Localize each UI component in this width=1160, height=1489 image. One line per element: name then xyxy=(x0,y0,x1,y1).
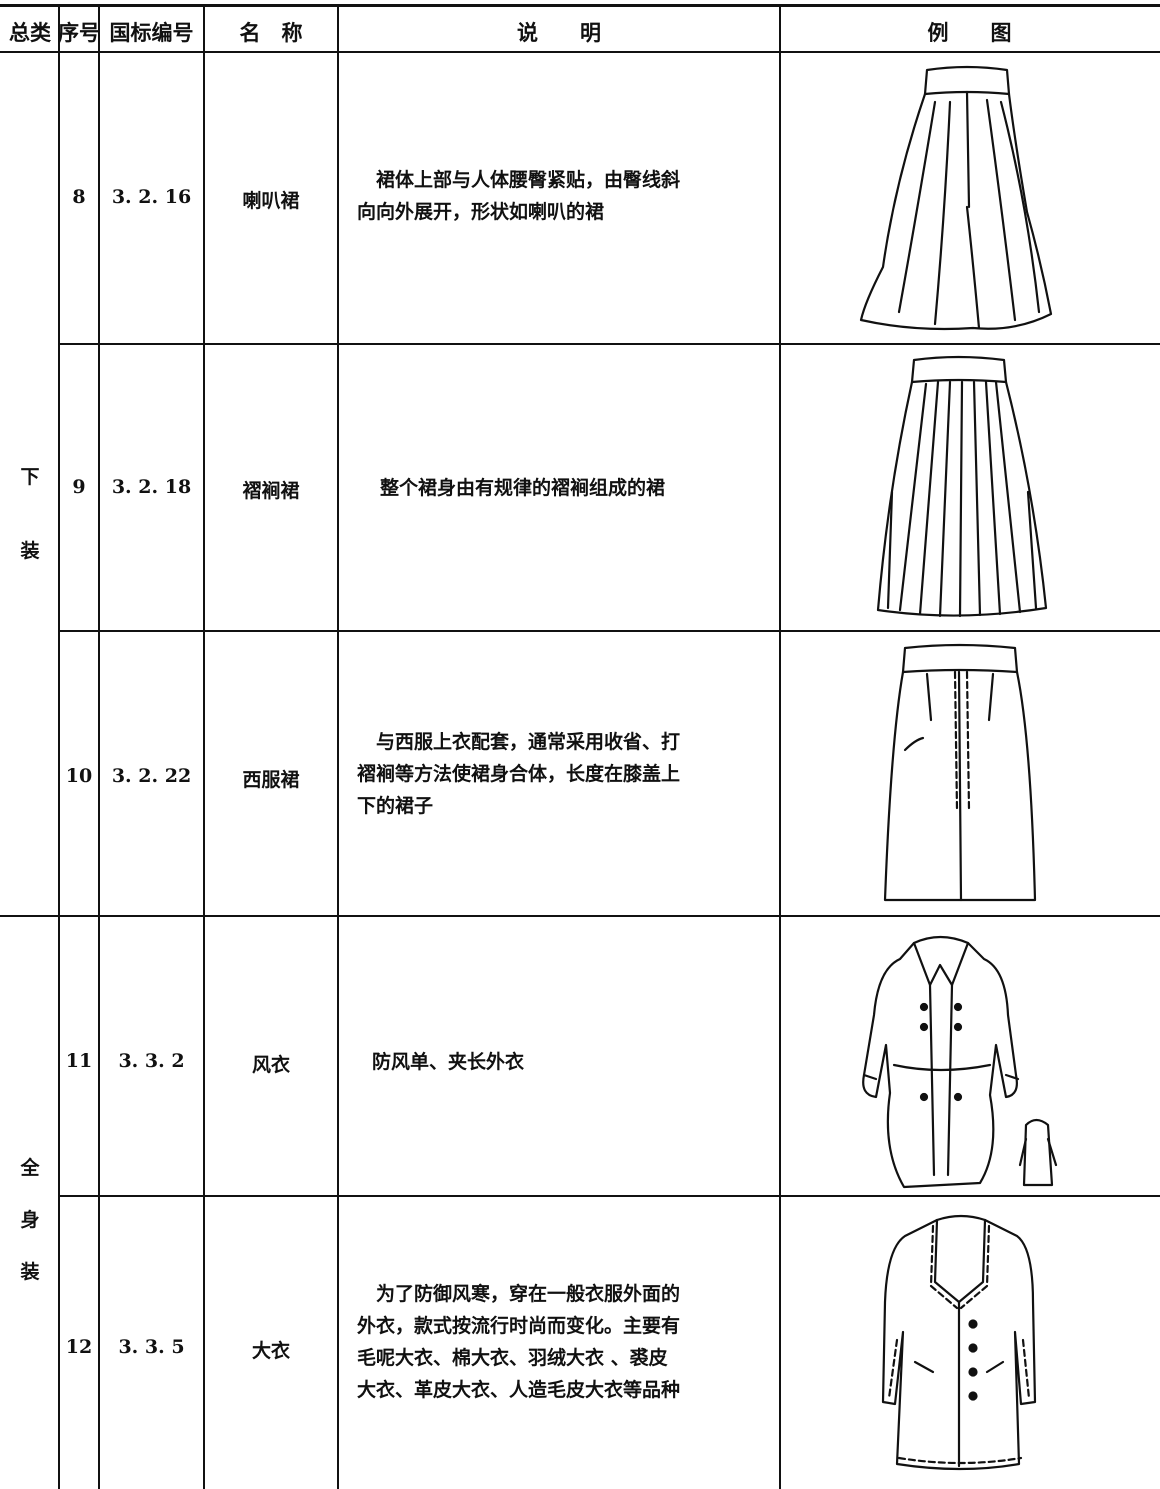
group-divider xyxy=(0,915,1160,917)
header-index: 序号 xyxy=(58,20,100,45)
desc-line: 外衣，款式按流行时尚而变化。主要有 xyxy=(357,1315,681,1337)
row-name: 褶裥裙 xyxy=(242,480,300,502)
group-label-char: 身 xyxy=(20,1209,40,1231)
row-code: 3. 3. 2 xyxy=(118,1050,185,1072)
col-rule xyxy=(98,4,100,1489)
row-description: 裙体上部与人体腰臀紧贴，由臀线斜 向向外展开，形状如喇叭的裙 xyxy=(357,164,772,228)
suit-skirt-icon xyxy=(883,643,1037,902)
header-name: 名 称 xyxy=(239,20,303,45)
row-description: 为了防御风寒，穿在一般衣服外面的 外衣，款式按流行时尚而变化。主要有 毛呢大衣、… xyxy=(357,1278,772,1406)
header-gb-code: 国标编号 xyxy=(109,20,194,45)
row-index: 8 xyxy=(72,186,86,208)
row-name: 西服裙 xyxy=(242,769,300,791)
pleated-skirt-icon xyxy=(876,355,1048,618)
row-divider xyxy=(58,630,1160,632)
row-index: 9 xyxy=(72,476,86,498)
row-name: 大衣 xyxy=(251,1340,290,1362)
group-label-char: 装 xyxy=(20,540,40,562)
row-index: 10 xyxy=(65,765,93,787)
header-bottom-rule xyxy=(0,51,1160,53)
desc-line: 裙体上部与人体腰臀紧贴，由臀线斜 xyxy=(357,169,681,191)
col-rule xyxy=(779,4,781,1489)
row-name: 风衣 xyxy=(251,1054,290,1076)
row-code: 3. 2. 16 xyxy=(111,186,192,208)
desc-line: 褶裥等方法使裙身合体，长度在膝盖上 xyxy=(357,763,681,785)
desc-line: 向向外展开，形状如喇叭的裙 xyxy=(357,201,605,223)
header-example: 例 图 xyxy=(927,20,1012,45)
col-rule xyxy=(203,4,205,1489)
row-description: 整个裙身由有规律的褶裥组成的裙 xyxy=(380,472,770,504)
row-description: 与西服上衣配套，通常采用收省、打 褶裥等方法使裙身合体，长度在膝盖上 下的裙子 xyxy=(357,726,772,822)
row-index: 12 xyxy=(65,1336,93,1358)
group-label-char: 装 xyxy=(20,1261,40,1283)
row-code: 3. 2. 18 xyxy=(111,476,192,498)
desc-line: 为了防御风寒，穿在一般衣服外面的 xyxy=(357,1283,681,1305)
desc-line: 大衣、革皮大衣、人造毛皮大衣等品种 xyxy=(357,1379,681,1401)
desc-line: 整个裙身由有规律的褶裥组成的裙 xyxy=(380,477,666,499)
desc-line: 毛呢大衣、棉大衣、羽绒大衣 、裘皮 xyxy=(357,1347,668,1369)
flared-skirt-icon xyxy=(859,65,1053,331)
row-code: 3. 2. 22 xyxy=(111,765,192,787)
col-rule xyxy=(337,4,339,1489)
trench-coat-icon xyxy=(862,935,1058,1189)
col-rule xyxy=(58,4,60,1489)
overcoat-icon xyxy=(881,1214,1037,1471)
group-label-full-body: 全 身 装 xyxy=(0,1142,60,1298)
row-index: 11 xyxy=(65,1050,93,1072)
row-description: 防风单、夹长外衣 xyxy=(372,1046,772,1078)
header-description: 说 明 xyxy=(517,20,601,45)
group-label-bottoms: 下 装 xyxy=(0,440,60,588)
row-code: 3. 3. 5 xyxy=(118,1336,185,1358)
row-divider xyxy=(58,1195,1160,1197)
desc-line: 下的裙子 xyxy=(357,795,434,817)
header-category: 总类 xyxy=(9,20,51,45)
row-name: 喇叭裙 xyxy=(242,190,300,212)
group-label-char: 全 xyxy=(20,1157,40,1179)
row-divider xyxy=(58,343,1160,345)
desc-line: 防风单、夹长外衣 xyxy=(372,1051,525,1073)
desc-line: 与西服上衣配套，通常采用收省、打 xyxy=(357,731,681,753)
group-label-char: 下 xyxy=(20,466,40,488)
table-top-rule xyxy=(0,4,1160,7)
